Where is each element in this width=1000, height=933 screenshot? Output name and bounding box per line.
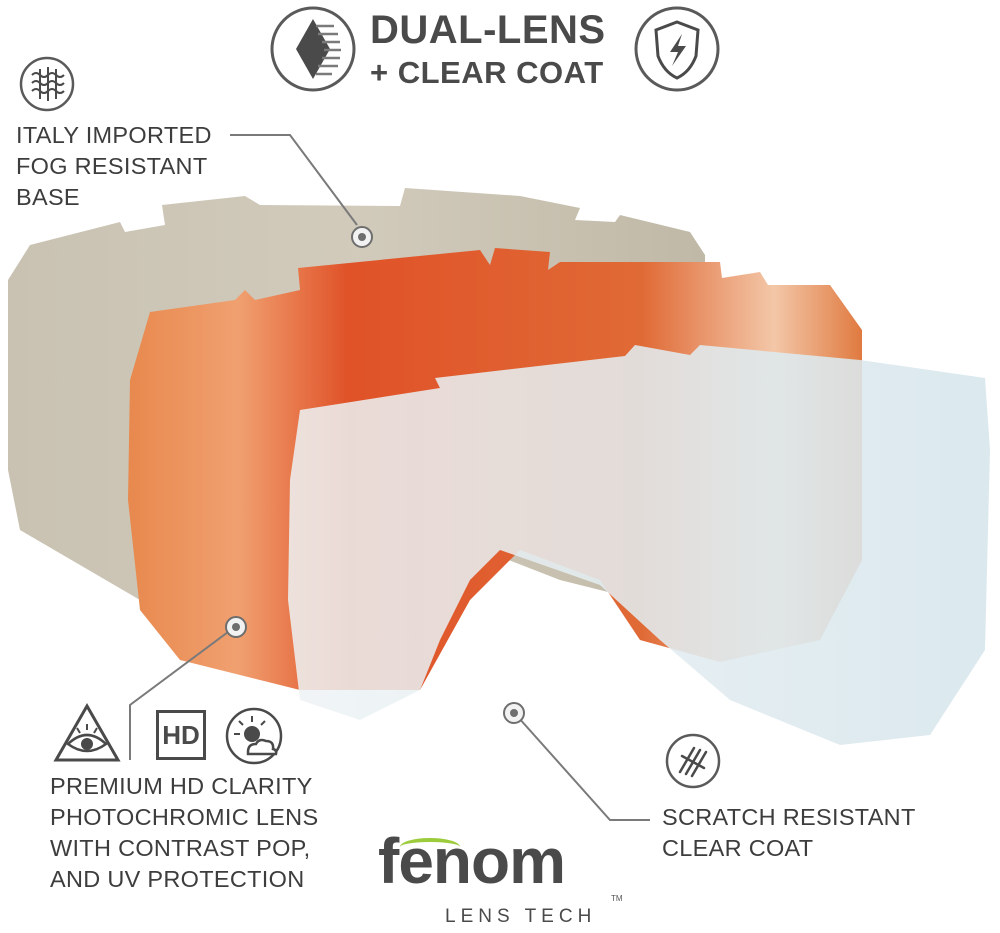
logo-accent-arc — [400, 838, 460, 856]
brand-logo: fenom — [378, 825, 566, 897]
photochromic-callout-text: PREMIUM HD CLARITY PHOTOCHROMIC LENS WIT… — [50, 771, 318, 895]
photochromic-line-3: WITH CONTRAST POP, — [50, 835, 311, 861]
shield-bolt-icon — [632, 4, 722, 94]
diamond-lens-icon — [268, 4, 358, 94]
hd-badge-icon: HD — [156, 710, 206, 760]
base-line-1: ITALY IMPORTED — [16, 122, 212, 148]
photochromic-line-2: PHOTOCHROMIC LENS — [50, 804, 319, 830]
photochromic-line-1: PREMIUM HD CLARITY — [50, 773, 313, 799]
leader-lines — [129, 134, 650, 821]
eye-pyramid-icon — [52, 702, 122, 764]
scratch-resistant-clear-coat — [288, 345, 990, 745]
sun-cloud-icon — [224, 706, 284, 766]
callout-markers — [225, 226, 525, 724]
trademark: TM — [611, 894, 623, 903]
header-subtitle: + CLEAR COAT — [370, 55, 604, 90]
clear-coat-line-1: SCRATCH RESISTANT — [662, 804, 916, 830]
hd-badge-label: HD — [162, 719, 200, 750]
clear-coat-callout-text: SCRATCH RESISTANT CLEAR COAT — [662, 802, 916, 864]
clear-coat-line-2: CLEAR COAT — [662, 835, 814, 861]
scratch-marks-icon — [664, 732, 722, 790]
brand-tagline: LENS TECH — [445, 906, 597, 927]
photochromic-line-4: AND UV PROTECTION — [50, 866, 305, 892]
header-title: DUAL-LENS — [370, 8, 606, 52]
base-line-3: BASE — [16, 184, 80, 210]
wave-grid-icon — [18, 55, 76, 113]
base-callout-text: ITALY IMPORTED FOG RESISTANT BASE — [16, 120, 212, 213]
base-line-2: FOG RESISTANT — [16, 153, 208, 179]
